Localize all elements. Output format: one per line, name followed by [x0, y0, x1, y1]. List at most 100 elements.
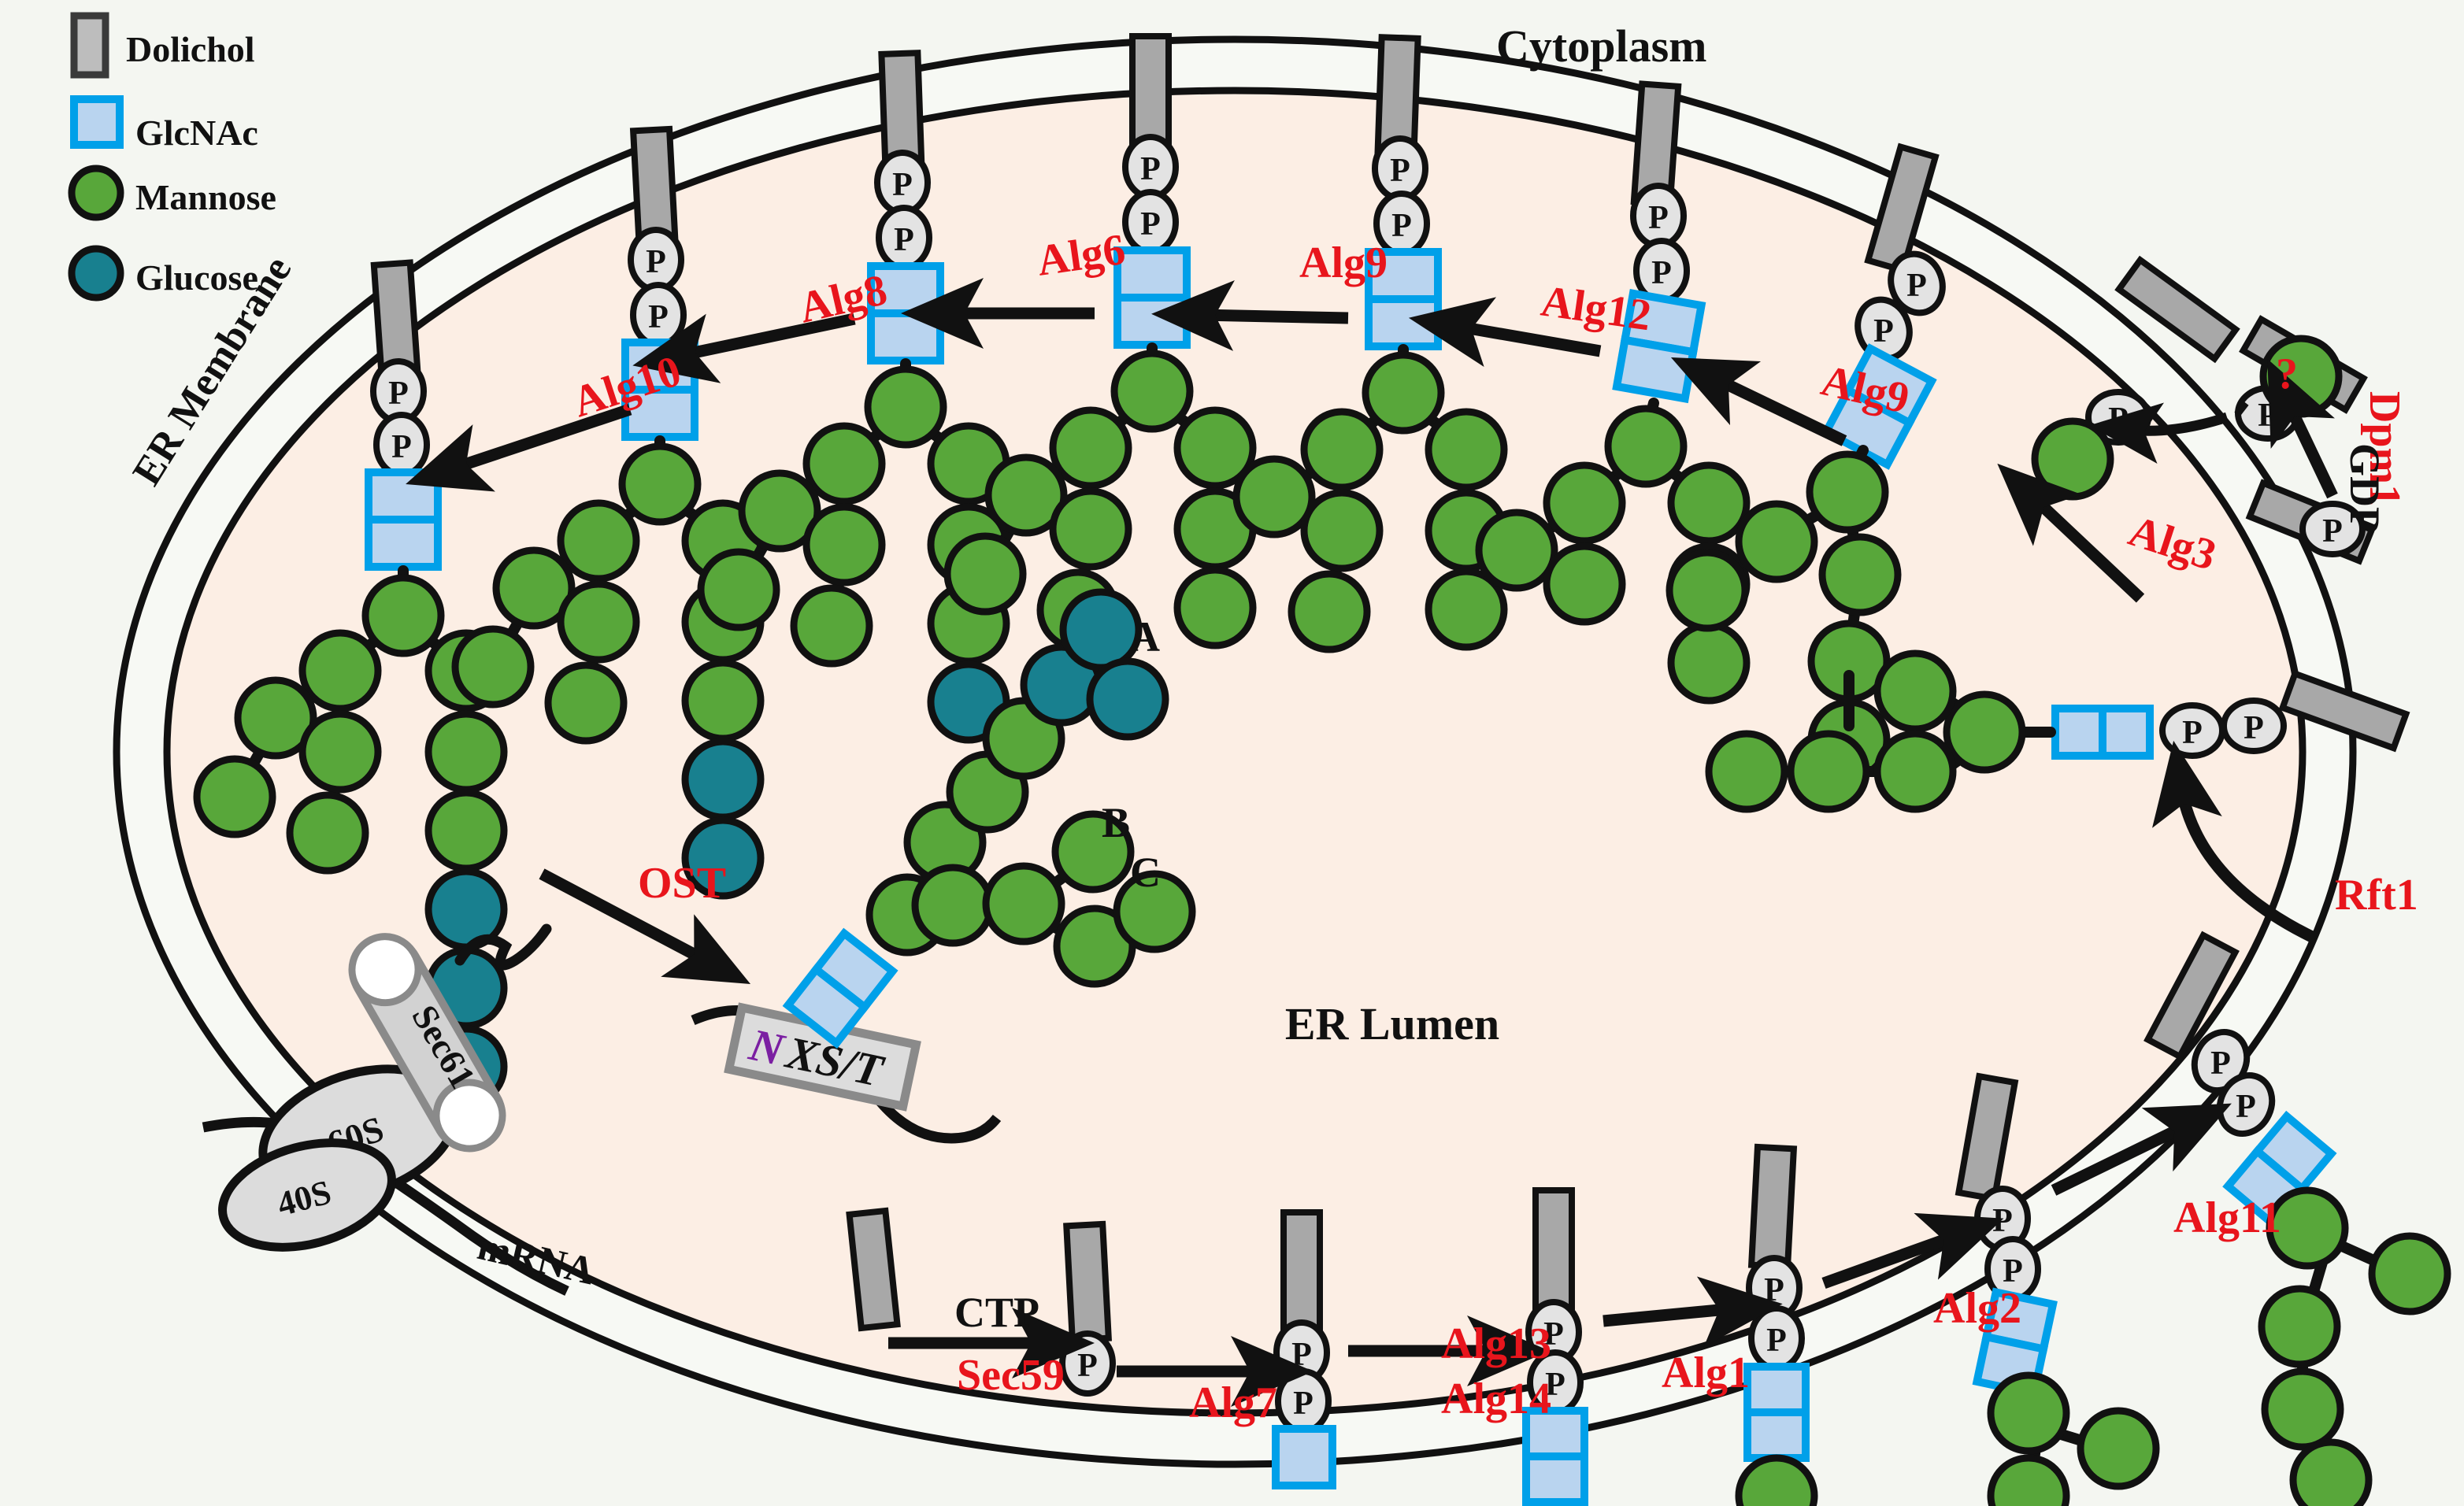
mannose-node [2368, 1232, 2451, 1315]
dolichol-pp-glcnac2-man1: P P [1735, 1143, 1818, 1506]
phosphate-glyph: P [2236, 1089, 2256, 1125]
mannose-node [1735, 500, 1818, 583]
mannose-node [1666, 549, 1749, 632]
glcnac-square-icon [365, 468, 442, 524]
branch-label-b: B [1102, 799, 1130, 846]
mannose-node [943, 532, 1027, 616]
phosphate-glyph: P [1764, 1272, 1784, 1308]
mannose-node [2077, 1407, 2160, 1490]
mannose-node [738, 469, 821, 553]
mannose-node [1604, 405, 1688, 488]
glcnac-square-icon [1743, 1363, 1810, 1416]
phosphate-glyph: P [2182, 715, 2203, 751]
dolichol-bare [846, 1207, 901, 1332]
phosphate-glyph: P [1140, 151, 1161, 187]
cytoplasm-label: Cytoplasm [1496, 20, 1706, 72]
mannose-node [1173, 566, 1257, 649]
enzyme-label-alg9-a: Alg9 [1299, 239, 1388, 287]
enzyme-label-alg11: Alg11 [2173, 1193, 2281, 1242]
glucose-node [1086, 657, 1169, 741]
mannose-node [1425, 568, 1508, 651]
mannose-node [2258, 1285, 2341, 1368]
unknown-flippase-arrow [2089, 402, 2229, 464]
mannose-node [1818, 533, 1902, 616]
phosphate-glyph: P [1906, 268, 1927, 304]
glcnac-square-icon [1113, 246, 1191, 302]
phosphate-glyph: P [391, 429, 412, 465]
dolichol-bar-icon [1280, 1209, 1323, 1332]
mannose-node [2266, 1186, 2349, 1270]
cofactor-label-gdp: GDP [2341, 443, 2388, 533]
glucose-node [681, 738, 765, 821]
phosphate-glyph: P [1390, 153, 1410, 189]
mannose-node [681, 659, 765, 742]
phosphate-glyph: P [1291, 1337, 1312, 1373]
mannose-node [618, 442, 702, 526]
glcnac-square-icon [867, 309, 944, 364]
unknown-flippase-question: ? [2276, 350, 2298, 398]
mannose-node [424, 789, 508, 872]
dolichol-pp-glcnac2: P P [1522, 1187, 1588, 1506]
legend-label-glucose: Glucose [135, 257, 258, 298]
dolichol-bar-icon [2278, 669, 2410, 753]
enzyme-label-ost: OST [638, 859, 726, 908]
glucose-node [681, 816, 765, 900]
mannose-node [1173, 406, 1257, 490]
phosphate-glyph: P [2108, 401, 2129, 438]
mannose-node [911, 864, 995, 947]
mannose-node [1543, 461, 1626, 545]
glcnac-square-icon [1272, 1425, 1336, 1489]
glcnac-square-icon [2051, 705, 2106, 760]
dolichol-phosphate: P [1059, 1220, 1116, 1397]
glcnac-square-icon [1522, 1407, 1588, 1460]
mannose-node [1705, 730, 1788, 813]
mannose-node [557, 499, 640, 583]
phosphate-glyph: P [648, 299, 669, 335]
mannose-node [2261, 1367, 2344, 1451]
rft1-flip-arrow [2152, 740, 2318, 944]
phosphate-glyph: P [1873, 313, 1894, 350]
mannose-node [1543, 542, 1626, 626]
phosphate-glyph: P [388, 376, 409, 412]
phosphate-glyph: P [1293, 1386, 1314, 1422]
unknown-flippase-dash [2232, 401, 2249, 420]
enzyme-label-alg14: Alg14 [1441, 1375, 1551, 1423]
glycan-structure-man5-flipped: P P [1705, 649, 2410, 813]
phosphate-glyph: P [892, 167, 913, 203]
mannose-node [1288, 570, 1371, 653]
glcnac-square-icon [1612, 335, 1698, 404]
mannose-node [1787, 730, 1870, 813]
glcnac-square-icon [2099, 705, 2154, 760]
phosphate-glyph: P [646, 244, 666, 280]
legend: Dolichol GlcNAc Mannose Glucose [68, 12, 276, 302]
mannose-node [864, 365, 947, 449]
legend-label-dolichol: Dolichol [126, 29, 255, 69]
mannose-node [424, 710, 508, 794]
cofactor-label-ctp: CTP [954, 1289, 1039, 1336]
ribosome-small-subunit [218, 1138, 396, 1252]
mannose-node [1049, 406, 1132, 490]
mannose-node [802, 422, 886, 505]
mannose-node [1987, 1454, 2070, 1506]
mannose-node [1300, 489, 1384, 572]
glcnac-square-icon [1743, 1408, 1810, 1462]
mannose-node [234, 676, 317, 760]
phosphate-glyph: P [2003, 1253, 2023, 1290]
mannose-node [557, 580, 640, 664]
dolichol-bar-icon [1063, 1220, 1112, 1344]
phosphate-glyph: P [1766, 1323, 1787, 1359]
mannose-node [1113, 870, 1196, 953]
mannose-node [1232, 455, 1316, 538]
mannose-node [1110, 350, 1194, 433]
mannose-node [802, 503, 886, 586]
enzyme-label-sec59: Sec59 [957, 1351, 1065, 1400]
dolichol-bar-icon [846, 1207, 901, 1332]
mannose-node [298, 710, 382, 794]
enzyme-label-dpm1: Dpm1 [2360, 391, 2409, 506]
legend-label-mannose: Mannose [135, 177, 276, 217]
nascent-polypeptide [454, 923, 552, 971]
mannose-node [1475, 509, 1558, 592]
enzyme-label-alg2: Alg2 [1933, 1284, 2021, 1333]
glycan-structure-man9: P P [943, 33, 1257, 652]
dolichol-pp-glcnac2-man5: P P [2143, 931, 2451, 1506]
